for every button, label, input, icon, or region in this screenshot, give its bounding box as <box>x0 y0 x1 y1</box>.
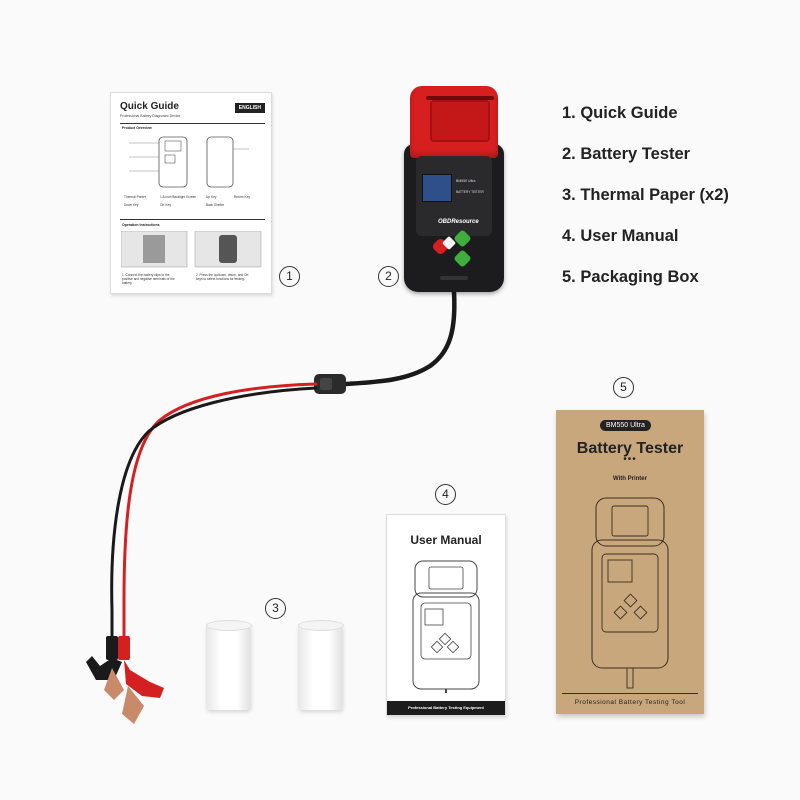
box-footer: Professional Battery Testing Tool <box>574 699 686 706</box>
contents-item-battery-tester: 2. Battery Tester <box>562 145 691 163</box>
box-model-badge: BM550 Ultra <box>600 420 651 431</box>
callout-1: 1 <box>279 266 300 287</box>
legend-item: 1.8-inch Backlight Screen <box>160 195 197 199</box>
guide-section-overview: Product Overview <box>122 126 152 130</box>
guide-divider <box>120 123 265 124</box>
contents-item-user-manual: 4. User Manual <box>562 227 679 245</box>
legend-item: Down Key <box>124 203 139 207</box>
device-label: BATTERY TESTER <box>456 190 484 194</box>
contents-item-quick-guide: 1. Quick Guide <box>562 104 678 122</box>
callout-3: 3 <box>265 598 286 619</box>
battery-tester-device: BM550 Ultra BATTERY TESTER OBDResource <box>404 86 504 292</box>
callout-2: 2 <box>378 266 399 287</box>
box-subtitle: With Printer <box>613 476 647 482</box>
legend-item: Back Shelter <box>206 203 225 207</box>
paper-slot <box>426 96 494 100</box>
device-outline-icon <box>591 497 669 689</box>
callout-5: 5 <box>613 377 634 398</box>
guide-legend: Thermal Printer 1.8-inch Backlight Scree… <box>124 195 264 215</box>
legend-item: OK Key <box>160 203 171 207</box>
device-model: BM550 Ultra <box>456 179 476 183</box>
contents-item-thermal-paper: 3. Thermal Paper (x2) <box>562 186 729 204</box>
device-vent <box>440 276 468 280</box>
callout-4: 4 <box>435 484 456 505</box>
device-diagram-icon <box>129 136 249 188</box>
guide-section-instructions: Operation Instructions <box>122 223 160 227</box>
guide-subtitle: Professional Battery Diagnostic Device <box>120 114 181 118</box>
box-dots: ••• <box>623 454 637 465</box>
guide-caption-1: 1. Connect the battery clips to the posi… <box>122 273 175 286</box>
legend-item: Return Key <box>234 195 250 199</box>
contents-item-packaging-box: 5. Packaging Box <box>562 268 699 286</box>
guide-divider <box>120 219 265 220</box>
device-outline-icon <box>412 560 480 693</box>
device-brand: OBDResource <box>438 219 479 225</box>
manual-title: User Manual <box>410 533 482 547</box>
instruction-photos-icon <box>121 231 262 268</box>
guide-language-badge: ENGLISH <box>234 103 265 113</box>
guide-title: Quick Guide <box>120 101 179 112</box>
printer-lid <box>430 100 490 142</box>
device-screen <box>422 174 452 202</box>
printer-cover <box>410 86 498 158</box>
guide-caption-2: 2. Press the up/down, return, and OK key… <box>196 273 249 282</box>
user-manual-booklet: User Manual Professional Battery Testing… <box>386 514 506 716</box>
legend-item: Up Key <box>206 195 217 199</box>
thermal-paper-roll <box>206 620 252 710</box>
packaging-box: BM550 Ultra Battery Tester ••• With Prin… <box>556 410 704 714</box>
box-title: Battery Tester <box>576 440 684 457</box>
manual-footer: Professional Battery Testing Equipment <box>387 701 505 715</box>
box-divider <box>562 693 698 694</box>
legend-item: Thermal Printer <box>124 195 146 199</box>
thermal-paper-roll <box>298 620 344 710</box>
quick-guide-leaflet: Quick Guide Professional Battery Diagnos… <box>110 92 272 294</box>
